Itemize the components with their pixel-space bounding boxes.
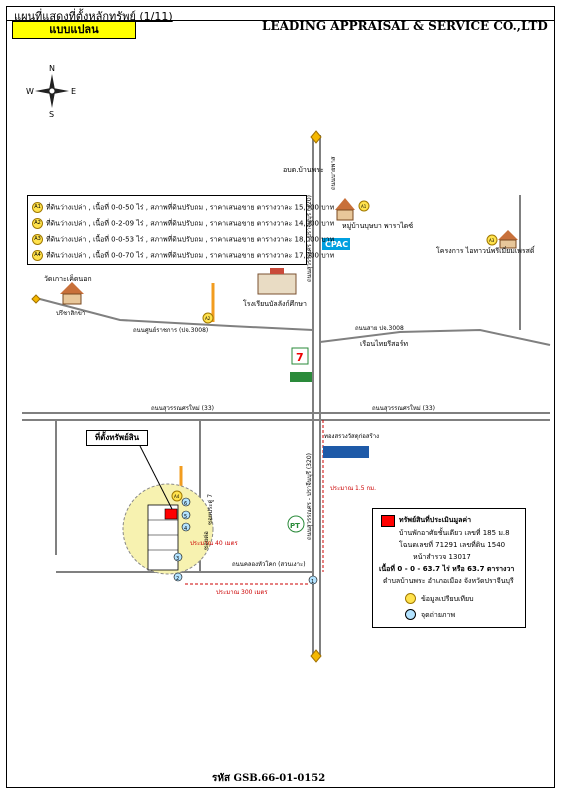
a2-badge-icon: A2 <box>32 218 43 229</box>
seven-eleven-text: 7 <box>296 351 304 364</box>
compass-icon: N S E W <box>26 64 76 119</box>
legend-property-swatch <box>381 515 395 527</box>
map-frame <box>6 6 555 788</box>
compass-w: W <box>26 87 34 96</box>
compass-n: N <box>49 64 55 73</box>
legend-photo: จุดถ่ายภาพ <box>421 611 456 619</box>
label-right-road: ถนนสาย ปจ.3008 <box>355 325 404 332</box>
svg-text:A4: A4 <box>174 494 180 499</box>
label-bottom-road: ถนนคลองหัวโคก (สวนเงาะ) <box>232 560 306 568</box>
highway-33 <box>22 412 550 421</box>
label-aobt: อบต.บ้านพระ <box>283 166 324 174</box>
photo-label-2: 2 <box>176 576 179 582</box>
legend-building: บ้านพักอาศัยชั้นเดียว เลขที่ 185 ม.8 <box>399 529 510 537</box>
plan-type-badge: แบบแปลน <box>12 21 136 39</box>
label-distance-3: ประมาณ 40 เมตร <box>190 540 238 547</box>
compass-e: E <box>71 87 76 96</box>
legend-page: หน้าสำรวจ 13017 <box>413 553 471 561</box>
svg-text:A1: A1 <box>361 204 367 209</box>
shop-sign-left <box>290 372 312 382</box>
a1-badge-icon: A1 <box>32 202 43 213</box>
photo-label-6: 6 <box>184 501 187 507</box>
document-code: รหัส GSB.66-01-0152 <box>212 773 326 784</box>
left-road <box>35 297 314 331</box>
label-project: โครงการ ไอทาวน์พรีเมี่ยมเพรสติ์ <box>436 245 536 255</box>
road-end-marker-north <box>310 130 322 144</box>
label-distance-1: ประมาณ 1.5 กม. <box>330 485 376 492</box>
legend-info-icon <box>405 593 416 604</box>
label-temple: วัดเกาะเค็ดนอก <box>44 274 92 283</box>
a1-marker-icon: A1 <box>358 200 370 212</box>
label-soi: ซอยประดู่ 7 <box>207 494 214 525</box>
village-icon <box>335 198 355 221</box>
label-highway-right: ถนนสุวรรณศรใหม่ (33) <box>372 404 435 412</box>
legend-location: ตำบลบ้านพระ อำเภอเมือง จังหวัดปราจีนบุรี <box>383 577 514 585</box>
label-river-road: ปรีชาสิกขา <box>56 309 85 317</box>
project-icon <box>498 230 518 249</box>
label-school: โรงเรียนบัลลังก์ศึกษา <box>243 299 307 308</box>
a4-badge-icon: A4 <box>32 250 43 261</box>
property-marker[interactable] <box>164 508 178 520</box>
label-road-bypass: ถนนบายพาส <box>330 156 337 190</box>
a3-marker-icon: A3 <box>486 234 498 246</box>
photo-label-3: 3 <box>176 556 179 562</box>
pt-station-text: PT <box>290 522 300 530</box>
a4-marker-icon: A4 <box>171 490 183 502</box>
property-parcels <box>147 504 179 571</box>
label-road-main-north: ถนนสุวรรณศร - ปราจีนบุรี (320) <box>305 195 313 282</box>
legend-box: ทรัพย์สินที่ประเมินมูลค่า บ้านพักอาศัยชั… <box>372 508 526 628</box>
label-resort: เรือนไทยรีสอร์ท <box>360 339 408 348</box>
label-left-road: ถนนศูนย์ราชการ (ปจ.3008) <box>133 326 208 334</box>
main-vertical-road <box>312 135 321 655</box>
compass-s: S <box>49 110 54 119</box>
header-divider <box>6 20 555 21</box>
property-label: ที่ตั้งทรัพย์สิน <box>86 430 148 446</box>
svg-text:A3: A3 <box>489 238 495 243</box>
svg-text:A2: A2 <box>205 316 211 321</box>
label-road-main-south: ถนนสุวรรณศร - ปราจีนบุรี (320) <box>305 453 313 540</box>
label-highway-left: ถนนสุวรรณศรใหม่ (33) <box>151 404 214 412</box>
legend-photo-icon <box>405 609 416 620</box>
label-distance-2: ประมาณ 300 เมตร <box>216 589 268 596</box>
shop-sign-right <box>323 446 369 458</box>
property-pointer <box>139 445 173 510</box>
school-icon <box>257 268 297 295</box>
temple-icon <box>60 282 84 305</box>
left-road-end-marker <box>31 294 41 304</box>
pt-station-icon <box>287 515 305 533</box>
photo-label-1: 1 <box>311 579 314 585</box>
legend-title: ทรัพย์สินที่ประเมินมูลค่า <box>399 516 472 524</box>
cpac-logo-text: CPAC <box>325 240 348 249</box>
seven-eleven-icon <box>291 347 309 365</box>
right-road <box>319 328 551 346</box>
a3-badge-icon: A3 <box>32 234 43 245</box>
cpac-logo <box>322 238 350 250</box>
label-soi-small: ซอยต่อ <box>203 531 210 550</box>
legend-area: เนื้อที่ 0 - 0 - 63.7 ไร่ หรือ 63.7 ตารา… <box>379 565 515 573</box>
legend-deed: โฉนดเลขที่ 71291 เลขที่ดิน 1540 <box>399 541 506 549</box>
road-end-marker-south <box>310 649 322 663</box>
photo-point-icons <box>173 497 318 585</box>
legend-info: ข้อมูลเปรียบเทียบ <box>421 595 474 603</box>
label-village: หมู่บ้านบุษบา พาราไดซ์ <box>342 221 413 230</box>
map-title: แผนที่แสดงที่ตั้งหลักทรัพย์ (1/11) <box>14 10 173 23</box>
photo-label-5: 5 <box>184 514 187 520</box>
a2-marker-icon: A2 <box>202 312 214 324</box>
photo-label-4: 4 <box>184 526 187 532</box>
company-name: LEADING APPRAISAL & SERVICE CO.,LTD <box>262 19 548 33</box>
label-shop-right: ทองสรวงวัสดุก่อสร้าง <box>324 433 379 440</box>
